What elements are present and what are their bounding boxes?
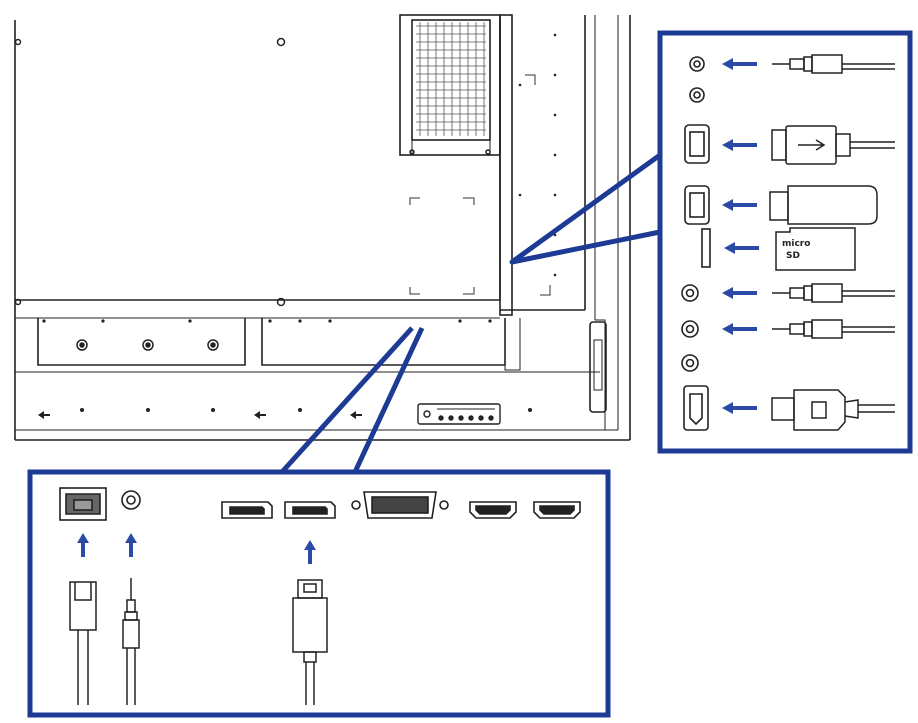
arrow-left-icon (724, 242, 759, 254)
usb-port-icon (684, 185, 710, 225)
panel-markings (42, 33, 557, 412)
audio-jack-icon (681, 354, 699, 372)
usb-flash-drive-icon (769, 185, 878, 225)
displayport-plug-icon (292, 579, 328, 705)
vent-grille (416, 22, 486, 136)
callout-leaders (30, 152, 662, 475)
hdmi-port-icon (683, 385, 709, 431)
audio-jack-icon (689, 56, 705, 72)
corner-brackets (409, 74, 551, 296)
hdmi-port-icon (533, 501, 581, 519)
arrow-left-icon (722, 199, 757, 211)
bottom-callout-panel (27, 469, 611, 718)
monitor-rear (14, 14, 631, 441)
side-callout-panel: micro SD (657, 30, 913, 454)
control-button-strip (417, 403, 501, 425)
audio-plug-icon (772, 319, 895, 339)
audio-jack-icon (681, 320, 699, 338)
rj45-plug-icon (69, 581, 97, 705)
arrow-left-icon (722, 323, 757, 335)
displayport-port-icon (221, 501, 273, 519)
arrow-left-icon (722, 139, 757, 151)
usb-plug-icon (771, 125, 895, 165)
arrow-left-icon (722, 402, 757, 414)
hdmi-port-icon (469, 501, 517, 519)
audio-plug-icon (122, 578, 140, 705)
arrow-left-icon (722, 287, 757, 299)
sd-card-label-micro: micro (782, 239, 810, 249)
audio-jack-icon (689, 87, 705, 103)
audio-plug-icon (772, 283, 895, 303)
audio-jack-icon (681, 284, 699, 302)
micro-sd-slot-icon (701, 228, 711, 268)
usb-port-icon (684, 124, 710, 164)
arrow-up-icon (77, 533, 89, 557)
arrow-up-icon (304, 540, 316, 564)
hdmi-plug-icon (771, 389, 895, 431)
arrow-up-icon (125, 533, 137, 557)
rj45-port-icon (59, 487, 107, 521)
sd-card-label-sd: SD (786, 251, 800, 261)
displayport-port-icon (284, 501, 336, 519)
micro-sd-card-icon: micro SD (775, 227, 856, 271)
audio-plug-icon (772, 54, 895, 74)
audio-jack-icon (121, 490, 141, 510)
mounting-holes (14, 37, 491, 351)
small-arrows (38, 411, 362, 419)
dvi-port-icon (351, 491, 449, 519)
arrow-left-icon (722, 58, 757, 70)
